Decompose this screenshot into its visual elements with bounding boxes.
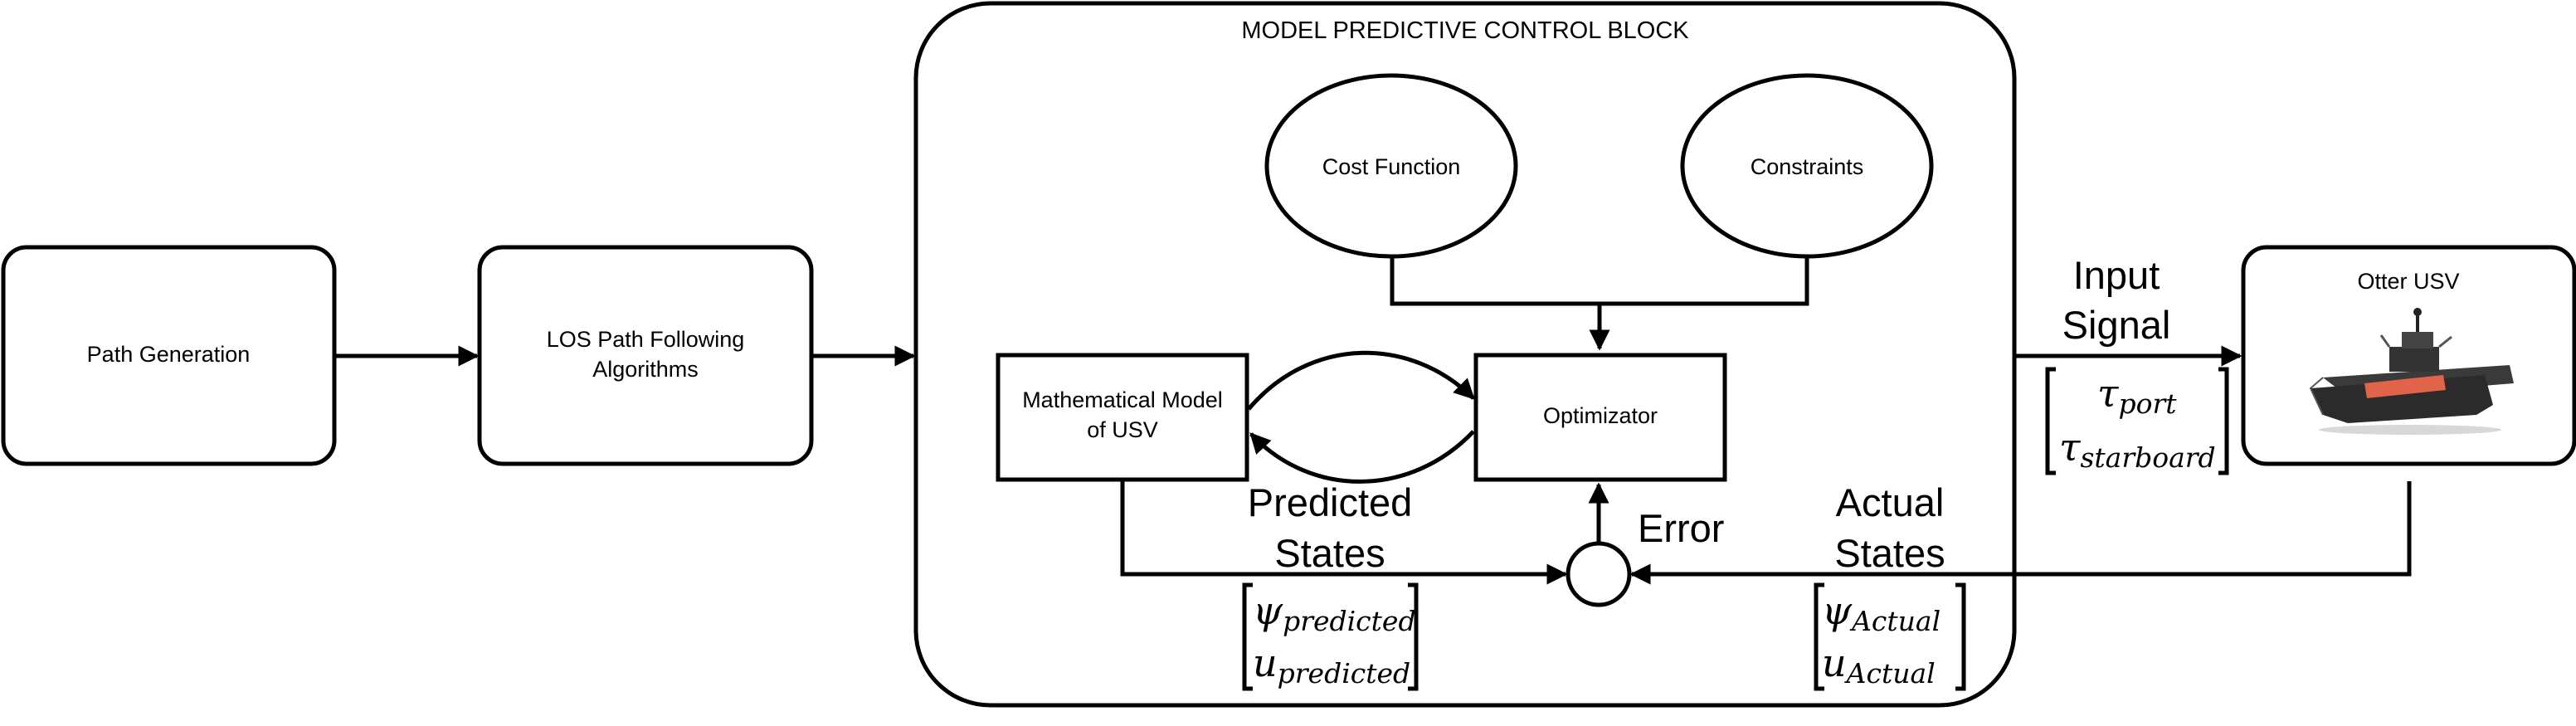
otter-boat-image [2309, 308, 2514, 435]
input-signal-line2: Signal [2062, 303, 2171, 347]
actual-states-line2: States [1834, 531, 1945, 575]
error-summing-junction [1566, 541, 1632, 607]
input-tau-starboard-symbol: τ [2059, 425, 2082, 470]
svg-text:upredicted: upredicted [1253, 641, 1410, 689]
otter-usv-label: Otter USV [2357, 269, 2459, 294]
input-tau-port-symbol: τ [2097, 371, 2120, 416]
mpc-block-title: MODEL PREDICTIVE CONTROL BLOCK [1241, 17, 1689, 44]
svg-text:τport: τport [2097, 371, 2177, 420]
constraints-label: Constraints [1751, 154, 1864, 179]
los-box[interactable] [477, 245, 814, 466]
predicted-u-sub: predicted [1278, 657, 1411, 689]
math-model-label-line1: Mathematical Model [1022, 387, 1223, 412]
optimizer-box[interactable] [1473, 353, 1727, 482]
optimizer-label: Optimizator [1543, 403, 1658, 428]
curve-optimizer-to-model [1249, 430, 1475, 484]
arrow-feedback-to-junction [1629, 481, 2412, 585]
actual-u-sub: Actual [1844, 657, 1936, 689]
actual-u-symbol: u [1822, 641, 1847, 685]
los-label-line1: LOS Path Following [547, 327, 745, 352]
los-label-line2: Algorithms [592, 357, 699, 382]
svg-text:uActual: uActual [1822, 641, 1936, 689]
path-generation-label: Path Generation [87, 342, 251, 367]
actual-psi-sub: Actual [1849, 605, 1941, 637]
svg-text:ψpredicted: ψpredicted [1253, 588, 1416, 637]
input-signal-line1: Input [2073, 253, 2160, 297]
math-model-label-line2: of USV [1087, 417, 1158, 442]
error-label: Error [1638, 506, 1724, 550]
predicted-psi-sub: predicted [1283, 605, 1416, 637]
cost-function-label: Cost Function [1322, 154, 1461, 179]
input-tau-starboard-sub: starboard [2080, 441, 2215, 474]
predicted-states-line1: Predicted [1248, 480, 1413, 524]
actual-psi-symbol: ψ [1822, 588, 1853, 633]
input-tau-port-sub: port [2118, 387, 2177, 420]
input-vector: τport τstarboard [2045, 367, 2229, 475]
predicted-u-symbol: u [1253, 641, 1278, 685]
arrow-model-to-junction [1120, 480, 1568, 585]
predicted-vector: ψpredicted upredicted [1242, 582, 1419, 691]
curve-model-to-optimizer [1247, 350, 1475, 411]
actual-vector: ψActual uActual [1814, 582, 1966, 691]
predicted-states-line2: States [1274, 531, 1385, 575]
svg-text:ψActual: ψActual [1822, 588, 1941, 637]
predicted-psi-symbol: ψ [1253, 588, 1283, 633]
actual-states-line1: Actual [1836, 480, 1945, 524]
svg-text:τstarboard: τstarboard [2059, 425, 2216, 474]
